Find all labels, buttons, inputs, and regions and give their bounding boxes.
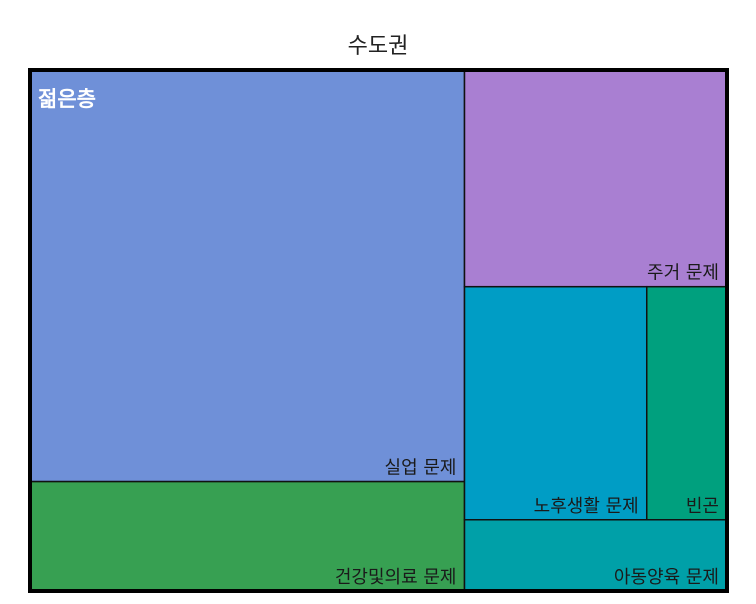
treemap-tile [463, 519, 728, 592]
treemap-tile-label: 실업 문제 [385, 458, 457, 479]
treemap-tile-label: 주거 문제 [647, 263, 719, 284]
treemap-tile [463, 69, 728, 288]
treemap-tile-label: 노후생활 문제 [534, 496, 639, 517]
treemap-root-label: 젊은층 [38, 87, 96, 111]
treemap-tile-label: 아동양육 문제 [614, 567, 719, 588]
treemap-tile-label: 빈곤 [686, 496, 719, 517]
treemap-border [28, 68, 729, 593]
treemap-tile-label: 건강및의료 문제 [335, 567, 457, 588]
treemap-tile [29, 69, 466, 483]
treemap-tile [463, 285, 648, 521]
chart-title: 수도권 [347, 34, 409, 59]
treemap-tile [29, 480, 466, 592]
treemap-tile [645, 285, 728, 521]
